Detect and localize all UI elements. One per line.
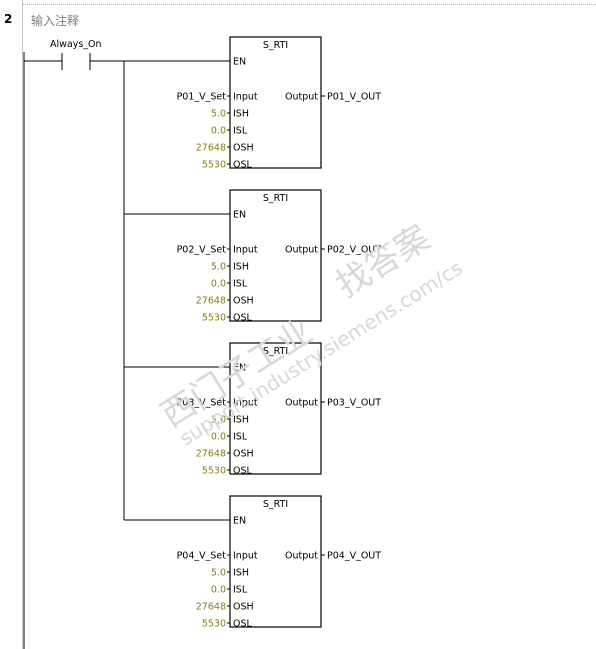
param-value-ish[interactable]: 5.0 [211, 415, 226, 426]
en-pin-label: EN [233, 516, 246, 527]
input-pin-label: Input [233, 92, 258, 103]
param-pin-osl: OSL [233, 619, 253, 630]
param-pin-osh: OSH [233, 296, 254, 307]
param-value-osh[interactable]: 27648 [196, 296, 226, 307]
output-pin-label: Output [285, 398, 318, 409]
param-pin-osl: OSL [233, 313, 253, 324]
param-pin-ish: ISH [233, 568, 249, 579]
normally-open-contact[interactable] [61, 53, 91, 70]
param-value-osh[interactable]: 27648 [196, 143, 226, 154]
param-value-ish[interactable]: 5.0 [211, 262, 226, 273]
param-value-osl[interactable]: 5530 [202, 313, 226, 324]
output-tag[interactable]: P03_V_OUT [327, 398, 381, 409]
param-pin-isl: ISL [233, 279, 248, 290]
block-title: S_RTI [263, 346, 288, 357]
block-box[interactable] [229, 189, 322, 322]
input-tag[interactable]: P01_V_Set [177, 92, 227, 103]
output-pin-label: Output [285, 551, 318, 562]
param-value-osh[interactable]: 27648 [196, 602, 226, 613]
output-tag[interactable]: P02_V_OUT [327, 245, 381, 256]
param-value-ish[interactable]: 5.0 [211, 568, 226, 579]
param-pin-osh: OSH [233, 449, 254, 460]
param-pin-isl: ISL [233, 126, 248, 137]
input-pin-label: Input [233, 245, 258, 256]
output-tag[interactable]: P01_V_OUT [327, 92, 381, 103]
param-pin-isl: ISL [233, 432, 248, 443]
input-tag[interactable]: P04_V_Set [177, 551, 227, 562]
en-pin-label: EN [233, 210, 246, 221]
network-separator [23, 4, 596, 5]
param-pin-ish: ISH [233, 415, 249, 426]
param-value-ish[interactable]: 5.0 [211, 109, 226, 120]
block-box[interactable] [229, 495, 322, 628]
param-value-isl[interactable]: 0.0 [211, 432, 226, 443]
param-value-isl[interactable]: 0.0 [211, 585, 226, 596]
output-pin-label: Output [285, 245, 318, 256]
input-tag[interactable]: P02_V_Set [177, 245, 227, 256]
param-value-osh[interactable]: 27648 [196, 449, 226, 460]
rung-comment[interactable]: 输入注释 [31, 14, 80, 28]
param-value-osl[interactable]: 5530 [202, 619, 226, 630]
param-value-isl[interactable]: 0.0 [211, 279, 226, 290]
en-pin-label: EN [233, 57, 246, 68]
block-title: S_RTI [263, 193, 288, 204]
en-pin-label: EN [233, 363, 246, 374]
param-pin-osh: OSH [233, 143, 254, 154]
param-value-isl[interactable]: 0.0 [211, 126, 226, 137]
param-pin-isl: ISL [233, 585, 248, 596]
input-tag[interactable]: P03_V_Set [177, 398, 227, 409]
param-pin-ish: ISH [233, 262, 249, 273]
param-pin-ish: ISH [233, 109, 249, 120]
output-pin-label: Output [285, 92, 318, 103]
param-value-osl[interactable]: 5530 [202, 466, 226, 477]
rung-number: 2 [4, 12, 13, 26]
block-box[interactable] [229, 342, 322, 475]
input-pin-label: Input [233, 551, 258, 562]
param-pin-osl: OSL [233, 160, 253, 171]
param-pin-osh: OSH [233, 602, 254, 613]
input-pin-label: Input [233, 398, 258, 409]
param-pin-osl: OSL [233, 466, 253, 477]
block-title: S_RTI [263, 40, 288, 51]
output-tag[interactable]: P04_V_OUT [327, 551, 381, 562]
block-title: S_RTI [263, 499, 288, 510]
param-value-osl[interactable]: 5530 [202, 160, 226, 171]
block-box[interactable] [229, 36, 322, 169]
contact-label: Always_On [50, 39, 102, 50]
rung-number-column: 2 [0, 0, 23, 649]
